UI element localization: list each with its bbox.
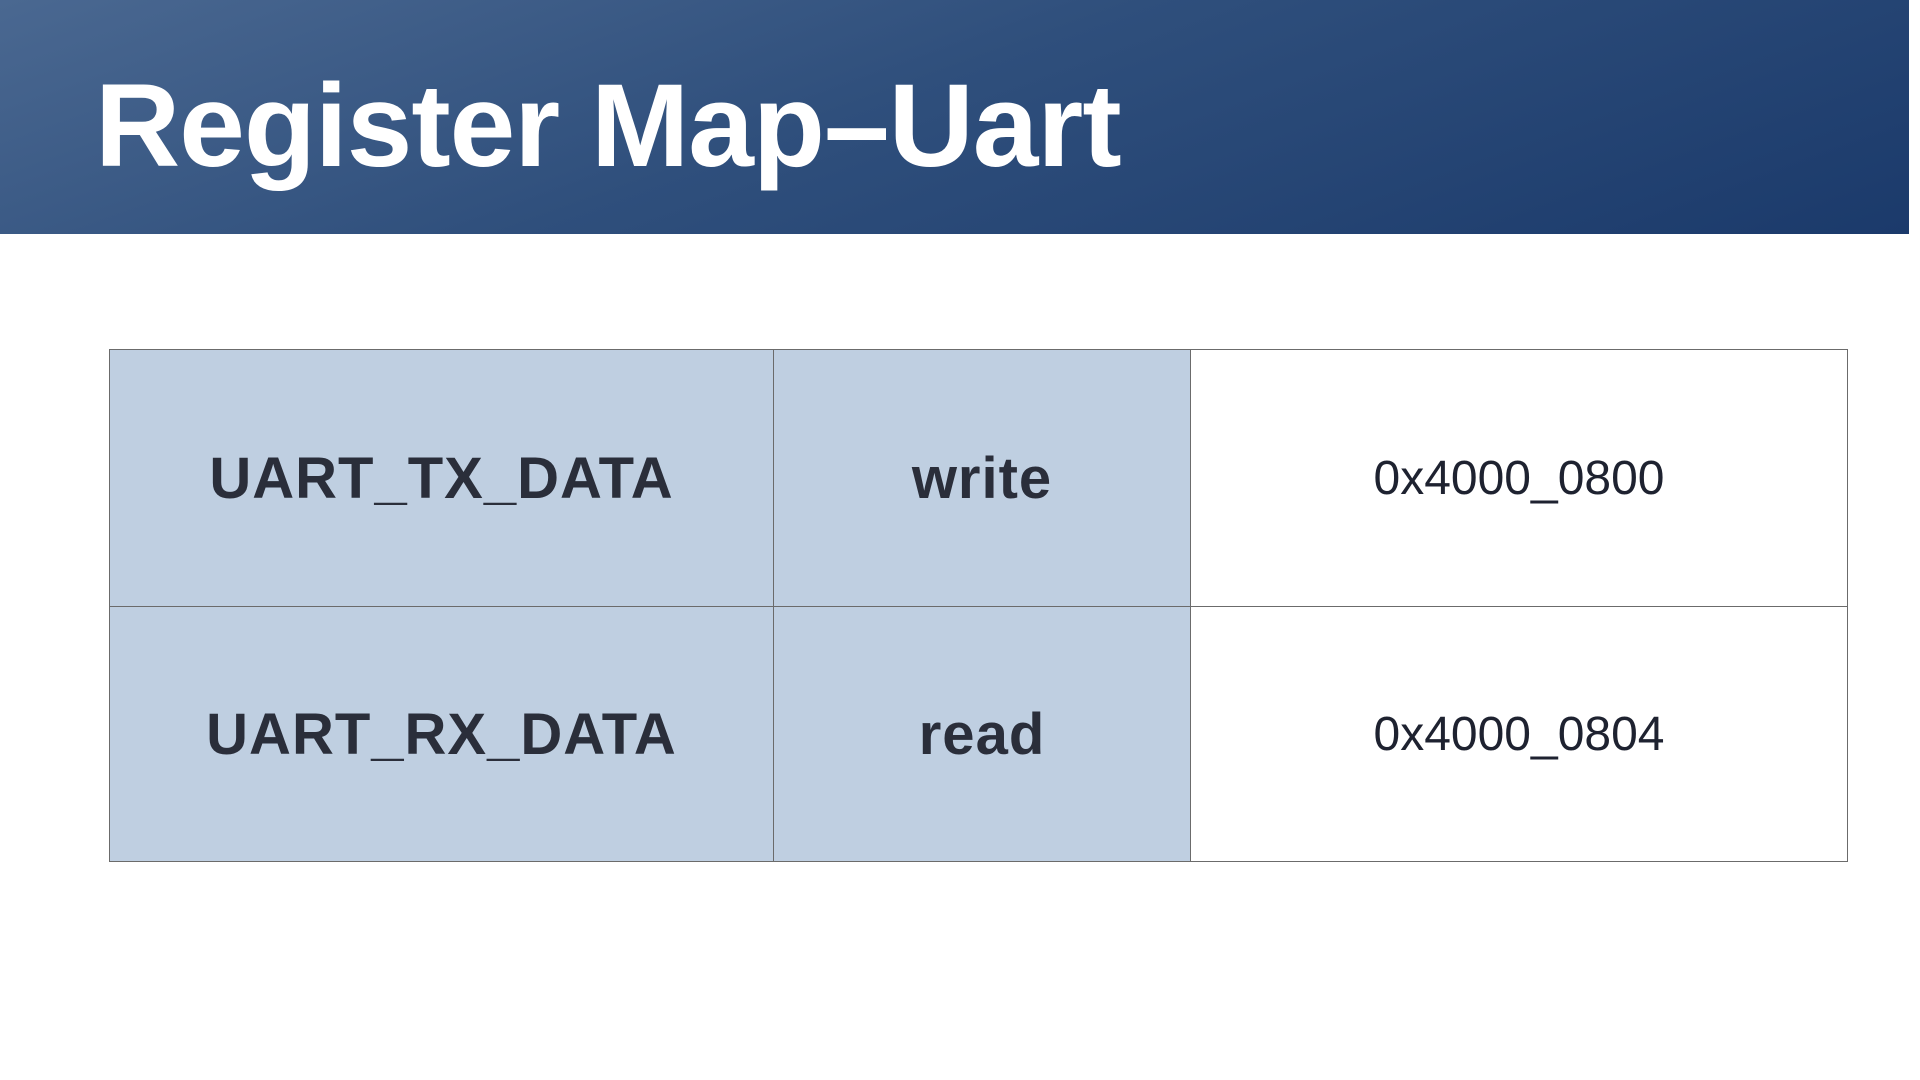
register-name-cell: UART_TX_DATA (109, 349, 774, 607)
slide-title: Register Map–Uart (95, 60, 1122, 192)
register-name-cell: UART_RX_DATA (109, 606, 774, 862)
register-address-cell: 0x4000_0804 (1190, 606, 1848, 862)
register-address-cell: 0x4000_0800 (1190, 349, 1848, 607)
table-row: UART_TX_DATA write 0x4000_0800 (109, 349, 1848, 607)
register-access-cell: read (773, 606, 1191, 862)
title-banner: Register Map–Uart (0, 0, 1909, 234)
register-access-cell: write (773, 349, 1191, 607)
table-row: UART_RX_DATA read 0x4000_0804 (109, 606, 1848, 862)
register-map-table: UART_TX_DATA write 0x4000_0800 UART_RX_D… (109, 349, 1848, 862)
